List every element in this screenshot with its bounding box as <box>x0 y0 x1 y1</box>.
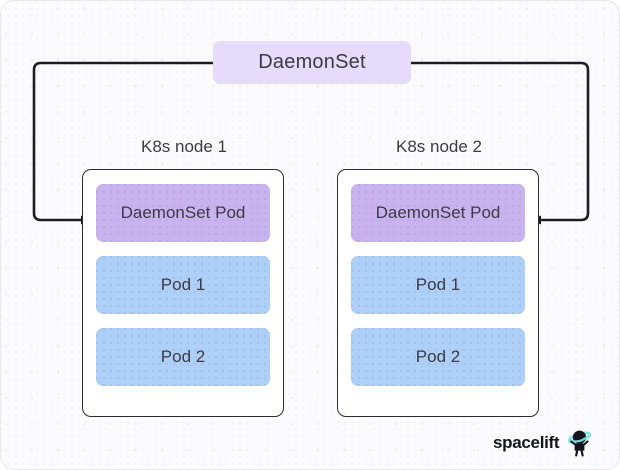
node-1-pod-1: Pod 1 <box>96 256 270 314</box>
spacelift-logo: spacelift <box>493 429 592 457</box>
daemonset-box: DaemonSet <box>213 41 411 84</box>
daemonset-box-label: DaemonSet <box>258 51 366 73</box>
node-1-daemonset-pod-label: DaemonSet Pod <box>120 203 246 222</box>
node-2-pod-1: Pod 1 <box>351 256 525 314</box>
node-1-label: K8s node 1 <box>140 137 227 156</box>
node-1-pod-2: Pod 2 <box>96 328 270 386</box>
node-1-pod-1-label: Pod 1 <box>160 275 206 294</box>
node-2-pod-2-label: Pod 2 <box>415 347 461 366</box>
node-1-box: DaemonSet Pod Pod 1 Pod 2 <box>82 169 284 417</box>
node-2-box: DaemonSet Pod Pod 1 Pod 2 <box>337 169 539 417</box>
node-2-label: K8s node 2 <box>395 137 482 156</box>
node-1-pod-2-label: Pod 2 <box>160 347 206 366</box>
node-1-daemonset-pod: DaemonSet Pod <box>96 184 270 242</box>
node-2-pod-1-label: Pod 1 <box>415 275 461 294</box>
node-2-daemonset-pod-label: DaemonSet Pod <box>375 203 501 222</box>
node-2-pod-2: Pod 2 <box>351 328 525 386</box>
spacelift-wordmark: spacelift <box>493 433 560 452</box>
astronaut-planet-icon <box>568 430 592 457</box>
node-2-daemonset-pod: DaemonSet Pod <box>351 184 525 242</box>
